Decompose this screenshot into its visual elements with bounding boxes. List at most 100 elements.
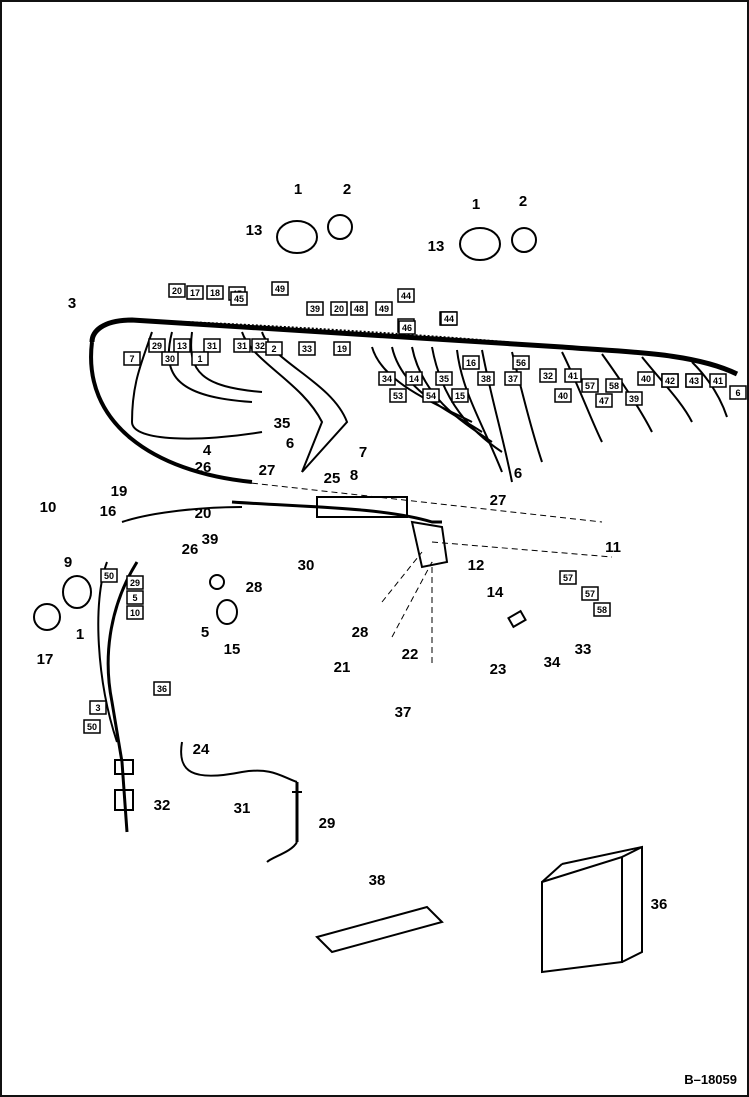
wire-tag-label: 29 [152, 341, 162, 351]
wire-tag: 36 [153, 681, 171, 696]
wire-tag: 2 [265, 341, 283, 356]
callout-27: 27 [259, 462, 276, 479]
wire-tag: 16 [462, 355, 480, 370]
callout-22: 22 [402, 646, 419, 663]
callout-13: 13 [246, 222, 263, 239]
callout-35: 35 [274, 415, 291, 432]
wire-tag-label: 6 [735, 388, 740, 398]
wire-tag-label: 32 [543, 371, 553, 381]
wire-tag-label: 29 [130, 578, 140, 588]
callout-33: 33 [575, 641, 592, 658]
wire-tag-label: 16 [466, 358, 476, 368]
wire-tag: 7 [123, 351, 141, 366]
wire-tag: 6 [729, 385, 747, 400]
callout-25: 25 [324, 470, 341, 487]
wire-tag: 31 [233, 338, 251, 353]
wire-tag: 3 [89, 700, 107, 715]
wire-tag: 49 [375, 301, 393, 316]
wire-tag: 40 [554, 388, 572, 403]
wire-tag-label: 41 [713, 376, 723, 386]
callout-3: 3 [68, 295, 76, 312]
wire-tag-label: 46 [402, 323, 412, 333]
wire-tag-label: 45 [234, 294, 244, 304]
wire-tag: 15 [451, 388, 469, 403]
callout-19: 19 [111, 483, 128, 500]
wire-tag-label: 5 [132, 593, 137, 603]
wire-tag: 37 [504, 371, 522, 386]
wire-tag-label: 58 [597, 605, 607, 615]
wire-tag-label: 50 [104, 571, 114, 581]
wire-tag: 29 [126, 575, 144, 590]
wire-tag-label: 1 [197, 354, 202, 364]
callout-28: 28 [352, 624, 369, 641]
wire-tag: 33 [298, 341, 316, 356]
wire-tag: 50 [83, 719, 101, 734]
callout-26: 26 [182, 541, 199, 558]
callout-8: 8 [350, 467, 358, 484]
callout-39: 39 [202, 531, 219, 548]
wire-tag-label: 34 [382, 374, 392, 384]
wire-tag: 57 [581, 378, 599, 393]
callout-10: 10 [40, 499, 57, 516]
callout-1: 1 [294, 181, 302, 198]
wire-tag: 32 [539, 368, 557, 383]
wire-tag: 49 [271, 281, 289, 296]
callout-26: 26 [195, 459, 212, 476]
wire-tag-label: 10 [130, 608, 140, 618]
wire-tag: 39 [306, 301, 324, 316]
wire-tag-label: 30 [165, 354, 175, 364]
callout-13: 13 [428, 238, 445, 255]
wire-tag: 29 [148, 338, 166, 353]
wire-tag: 42 [661, 373, 679, 388]
wire-tag-label: 54 [426, 391, 436, 401]
wire-tag: 58 [605, 378, 623, 393]
wire-tag-label: 39 [629, 394, 639, 404]
wire-tag: 10 [126, 605, 144, 620]
wire-tag: 54 [422, 388, 440, 403]
wire-tag: 40 [637, 371, 655, 386]
wire-tag-label: 36 [157, 684, 167, 694]
callout-23: 23 [490, 661, 507, 678]
wire-tag-label: 40 [558, 391, 568, 401]
wire-tag: 44 [440, 311, 458, 326]
callout-14: 14 [487, 584, 504, 601]
callout-20: 20 [195, 505, 212, 522]
wire-tag: 30 [161, 351, 179, 366]
wire-tag-label: 19 [337, 344, 347, 354]
figure-id: B–18059 [684, 1072, 737, 1087]
callout-16: 16 [100, 503, 117, 520]
callout-6: 6 [286, 435, 294, 452]
wire-tag: 19 [333, 341, 351, 356]
callout-12: 12 [468, 557, 485, 574]
callout-28: 28 [246, 579, 263, 596]
wire-tag: 5 [126, 590, 144, 605]
wire-tag-label: 49 [379, 304, 389, 314]
wire-tag-label: 17 [190, 288, 200, 298]
wire-tag-label: 18 [210, 288, 220, 298]
wire-tag-label: 39 [310, 304, 320, 314]
wire-tag-label: 33 [302, 344, 312, 354]
callout-30: 30 [298, 557, 315, 574]
wire-tag-label: 48 [354, 304, 364, 314]
wire-tag: 38 [477, 371, 495, 386]
callout-15: 15 [224, 641, 241, 658]
wire-tag-label: 2 [271, 344, 276, 354]
wire-tag-label: 47 [599, 396, 609, 406]
callout-27: 27 [490, 492, 507, 509]
callout-37: 37 [395, 704, 412, 721]
callout-9: 9 [64, 554, 72, 571]
wire-tag-label: 40 [641, 374, 651, 384]
wire-tag: 14 [405, 371, 423, 386]
wire-tag: 41 [709, 373, 727, 388]
wire-tag-label: 38 [481, 374, 491, 384]
wire-tag: 43 [685, 373, 703, 388]
wire-tag: 56 [512, 355, 530, 370]
wire-tag-label: 57 [563, 573, 573, 583]
wire-tag: 41 [564, 368, 582, 383]
callout-11: 11 [605, 539, 621, 556]
wire-tag-label: 14 [409, 374, 419, 384]
wire-tag-label: 43 [689, 376, 699, 386]
callout-21: 21 [334, 659, 351, 676]
